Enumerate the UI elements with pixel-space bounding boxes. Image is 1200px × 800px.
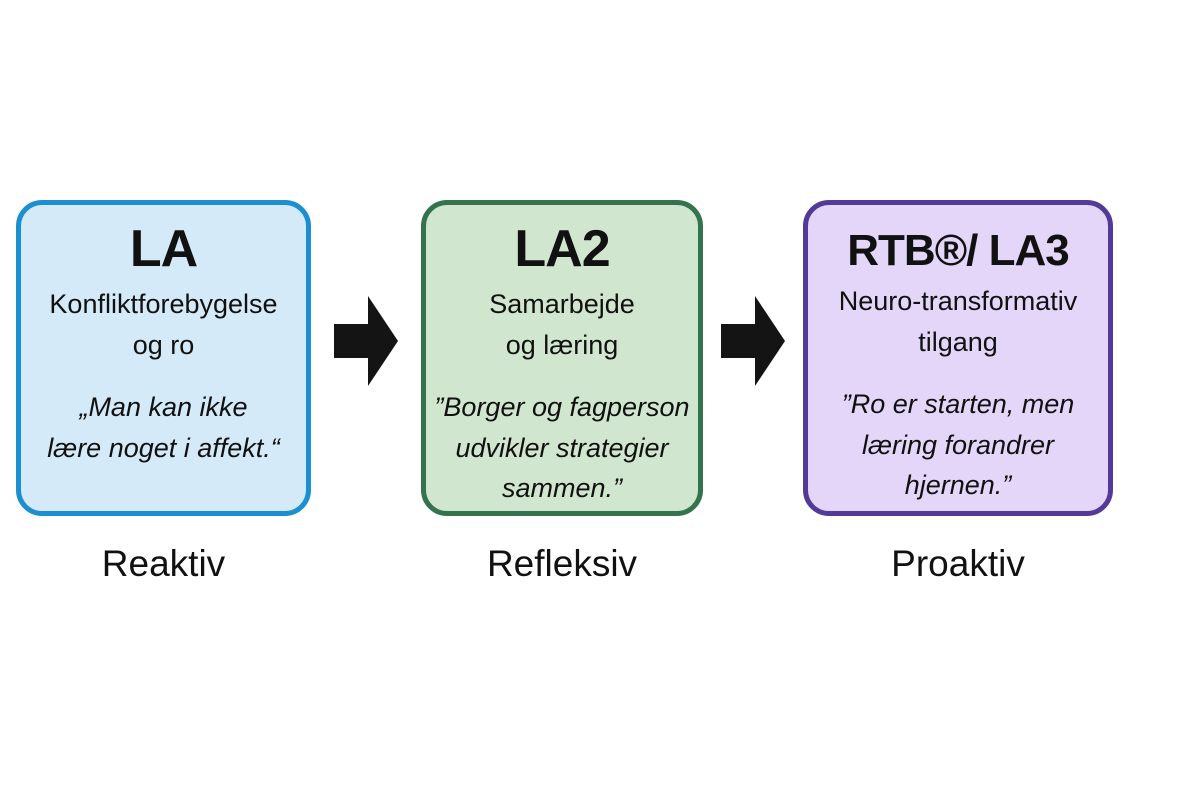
stage-subtitle-rtb-la3: Neuro-transformativ tilgang bbox=[838, 286, 1078, 357]
arrow-cell-2 bbox=[703, 200, 803, 386]
stage-title-la: LA bbox=[129, 220, 198, 278]
stage-label-refleksiv: Refleksiv bbox=[486, 543, 638, 584]
stage-title-la2: LA2 bbox=[514, 220, 610, 278]
stage-label-proaktiv: Proaktiv bbox=[891, 543, 1025, 584]
arrow-right-icon bbox=[334, 296, 398, 386]
stage-quote-la: „Man kan ikke lære noget i affekt.“ bbox=[47, 392, 280, 463]
stage-column-rtb-la3: RTB®/ LA3 Neuro-transformativ tilgang ”R… bbox=[803, 200, 1113, 585]
stage-box-la: LA Konfliktforebygelse og ro „Man kan ik… bbox=[16, 200, 311, 516]
stage-title-rtb-la3: RTB®/ LA3 bbox=[847, 226, 1069, 275]
stage-quote-la2: ”Borger og fagperson udvikler strategier… bbox=[434, 392, 690, 504]
arrow-right-icon bbox=[721, 296, 785, 386]
stage-quote-rtb-la3: ”Ro er starten, men læring forandrer hje… bbox=[841, 389, 1075, 501]
stage-subtitle-la2: Samarbejde og læring bbox=[489, 289, 635, 360]
stage-column-la: LA Konfliktforebygelse og ro „Man kan ik… bbox=[16, 200, 311, 585]
stage-box-la2: LA2 Samarbejde og læring ”Borger og fagp… bbox=[421, 200, 703, 516]
stage-column-la2: LA2 Samarbejde og læring ”Borger og fagp… bbox=[421, 200, 703, 585]
stage-label-reaktiv: Reaktiv bbox=[101, 543, 226, 584]
arrow-cell-1 bbox=[311, 200, 421, 386]
stage-subtitle-la: Konfliktforebygelse og ro bbox=[49, 289, 278, 360]
stages-row: LA Konfliktforebygelse og ro „Man kan ik… bbox=[16, 200, 1113, 585]
stage-box-rtb-la3: RTB®/ LA3 Neuro-transformativ tilgang ”R… bbox=[803, 200, 1113, 516]
